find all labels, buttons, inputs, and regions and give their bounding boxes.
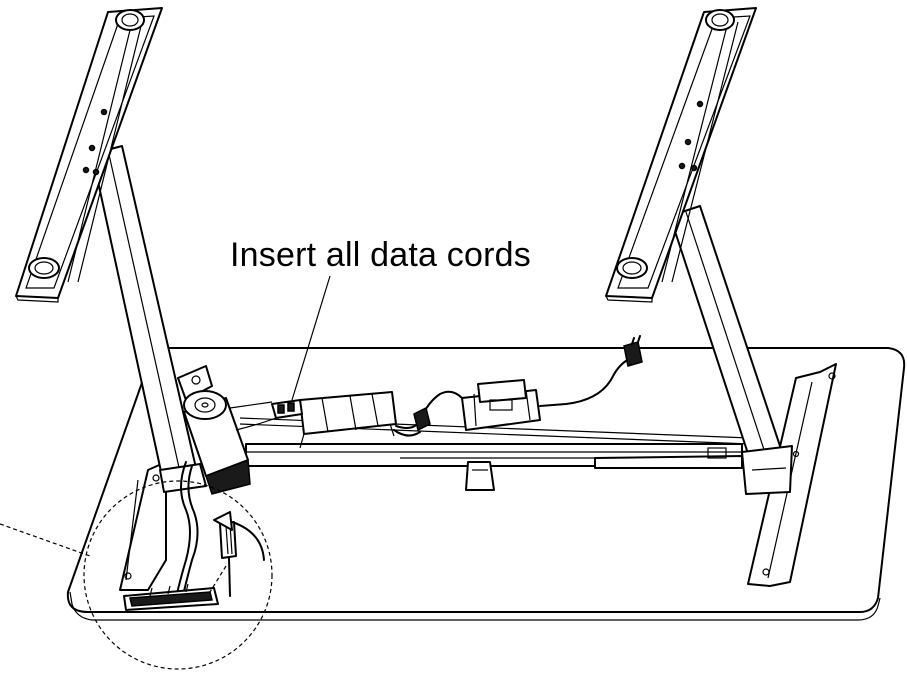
detail-circle (83, 480, 273, 670)
cables (393, 390, 463, 437)
callout-leader (291, 275, 331, 401)
right-leg-column (669, 205, 793, 495)
cross-beam (245, 443, 743, 491)
callout-label: Insert all data cords (230, 236, 531, 274)
tabletop-edge (69, 591, 881, 621)
left-bracket (119, 365, 213, 591)
power-adapter (461, 335, 643, 431)
detail-guide-line (0, 523, 91, 557)
left-foot (15, 7, 163, 303)
control-box (235, 391, 397, 449)
hand-controller (123, 461, 219, 611)
rotate-arrow-icon (213, 511, 265, 561)
right-foot (605, 7, 757, 303)
motor (183, 390, 273, 495)
